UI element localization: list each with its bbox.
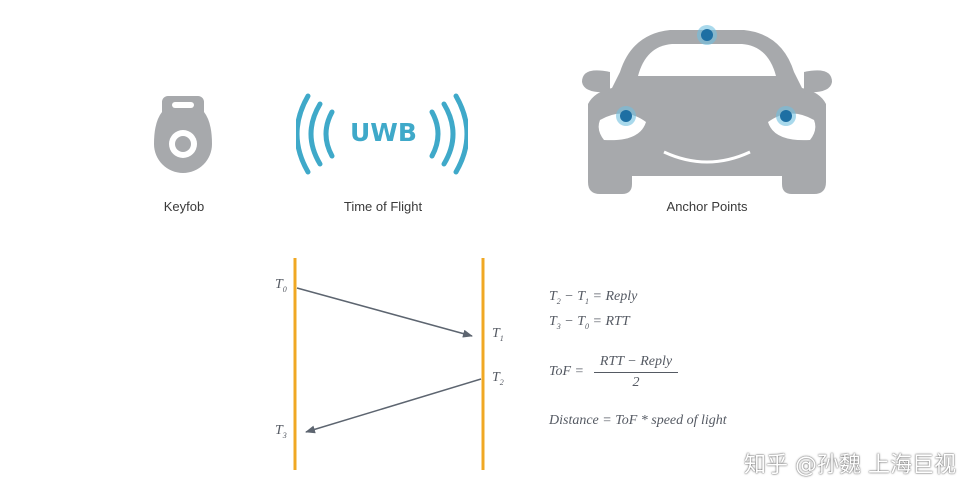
equation-reply: T2 − T1 = Reply	[549, 289, 637, 306]
label-t2: T2	[492, 370, 504, 387]
label-t3: T3	[275, 423, 287, 440]
tof-numerator: RTT − Reply	[594, 354, 678, 373]
equation-distance: Distance = ToF * speed of light	[549, 413, 727, 429]
label-t0: T0	[275, 277, 287, 294]
arrow-t0-t1	[297, 288, 472, 336]
arrow-t2-t3	[306, 379, 481, 432]
label-t1: T1	[492, 326, 504, 343]
equation-tof-lhs: ToF =	[549, 364, 584, 380]
tof-denominator: 2	[594, 373, 678, 391]
equation-rtt: T3 − T0 = RTT	[549, 314, 630, 331]
watermark: 知乎 @孙魏 上海巨视	[744, 447, 956, 479]
equation-tof-fraction: RTT − Reply 2	[594, 354, 678, 391]
